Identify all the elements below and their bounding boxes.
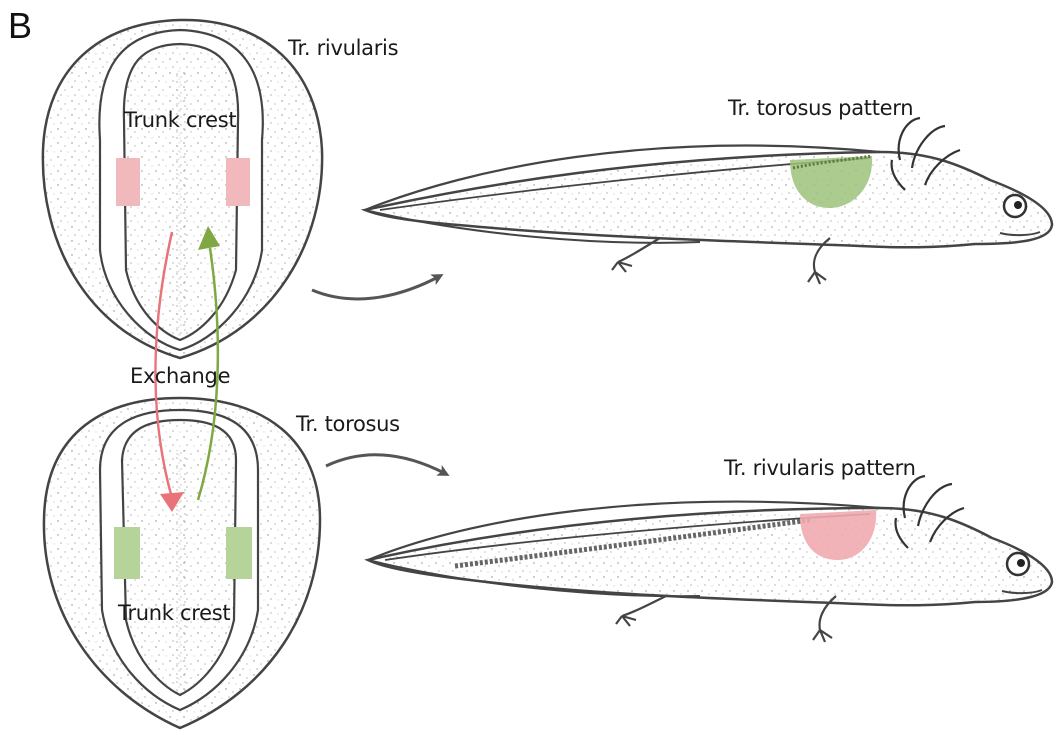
top-pattern-label: Tr. torosus pattern — [728, 98, 913, 119]
top-species-label: Tr. rivularis — [288, 38, 398, 59]
bottom-embryo — [44, 398, 320, 728]
bottom-larva-hind-leg — [616, 596, 666, 626]
top-crest-label: Trunk crest — [124, 110, 236, 131]
top-larva — [365, 118, 1052, 284]
bottom-larva — [368, 476, 1052, 642]
top-embryo — [43, 20, 322, 358]
panel-label: B — [8, 8, 32, 44]
top-graft-right — [226, 158, 250, 206]
exchange-label: Exchange — [130, 366, 230, 387]
bottom-larva-body — [368, 508, 1052, 605]
bottom-crest-label: Trunk crest — [118, 603, 230, 624]
top-graft-left — [116, 158, 140, 206]
bottom-graft-left — [114, 527, 140, 579]
bottom-development-arrow — [326, 455, 446, 474]
top-larva-body — [365, 152, 1052, 247]
top-larva-pupil — [1014, 201, 1022, 209]
bottom-larva-pupil — [1017, 559, 1025, 567]
top-development-arrow — [312, 276, 440, 299]
bottom-midline — [176, 450, 186, 695]
bottom-pattern-label: Tr. rivularis pattern — [724, 458, 916, 479]
bottom-graft-right — [226, 527, 252, 579]
bottom-species-label: Tr. torosus — [296, 414, 400, 435]
